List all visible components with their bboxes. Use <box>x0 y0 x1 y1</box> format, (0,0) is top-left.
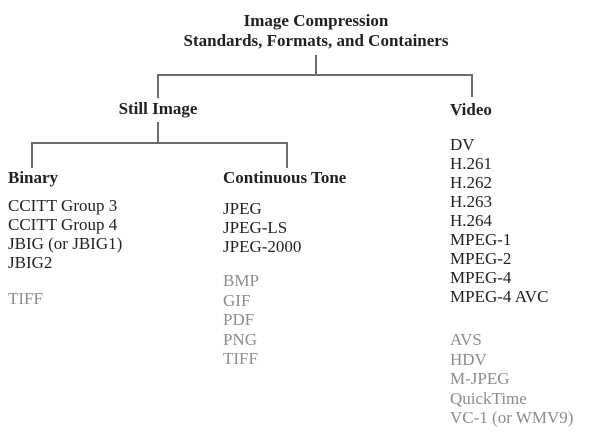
connector-sub-horizontal <box>31 142 288 144</box>
connector-still-image-trunk <box>157 122 159 144</box>
list-item: DV <box>450 135 475 154</box>
list-item: BMP <box>223 271 259 290</box>
diagram-title-line-1: Image Compression <box>243 11 389 30</box>
diagram-title-line-2: Standards, Formats, and Containers <box>183 31 449 50</box>
list-item: AVS <box>450 330 482 349</box>
connector-binary-drop <box>31 142 33 168</box>
list-item: MPEG-4 AVC <box>450 287 549 306</box>
list-item: MPEG-4 <box>450 268 512 287</box>
list-item: M-JPEG <box>450 369 510 388</box>
list-item: GIF <box>223 290 251 310</box>
list-item: PNG <box>223 329 258 349</box>
list-item: HDV <box>450 349 487 369</box>
connector-title-trunk <box>315 55 317 76</box>
list-item: H.263 <box>450 192 493 211</box>
column-header-continuous-tone: Continuous Tone <box>223 168 347 187</box>
list-item: JBIG2 <box>8 253 53 272</box>
list-item: H.264 <box>450 211 493 230</box>
list-item: VC-1 (or WMV9) <box>450 408 574 427</box>
list-item: H.261 <box>450 154 493 173</box>
list-item: TIFF <box>223 349 258 368</box>
list-item: TIFF <box>8 289 43 308</box>
list-item: JPEG <box>223 199 262 218</box>
branch-label-still-image: Still Image <box>118 99 198 118</box>
connector-still-image-drop <box>157 74 159 98</box>
list-item: MPEG-1 <box>450 230 512 249</box>
list-item: H.262 <box>450 173 493 192</box>
list-item: JBIG (or JBIG1) <box>8 234 123 253</box>
list-item: CCITT Group 4 <box>8 215 118 234</box>
branch-label-video: Video <box>450 100 492 119</box>
list-item: QuickTime <box>450 388 527 408</box>
diagram-title: Image Compression Standards, Formats, an… <box>116 11 516 51</box>
list-item: PDF <box>223 310 255 329</box>
list-item: MPEG-2 <box>450 249 512 268</box>
connector-video-drop <box>471 74 473 97</box>
list-item: JPEG-LS <box>223 218 288 237</box>
list-item: CCITT Group 3 <box>8 196 118 215</box>
connector-main-horizontal <box>157 74 473 76</box>
column-header-binary: Binary <box>8 168 59 187</box>
list-item: JPEG-2000 <box>223 237 302 256</box>
connector-continuous-tone-drop <box>286 142 288 168</box>
binary-secondary-list: TIFF <box>8 289 122 309</box>
